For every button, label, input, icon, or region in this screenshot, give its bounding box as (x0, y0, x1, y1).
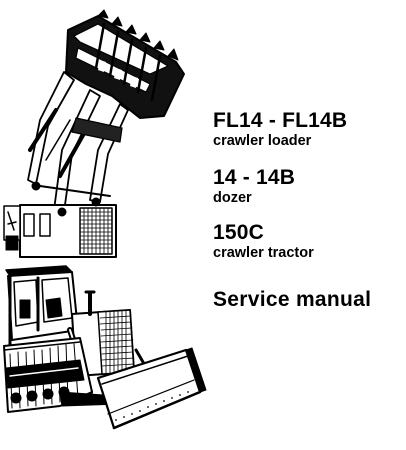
model-title-dozer: 14 - 14B (213, 166, 296, 189)
crawler-dozer-drawing (3, 265, 207, 430)
model-title-loader: FL14 - FL14B (213, 109, 348, 132)
crawler-loader-drawing (3, 9, 185, 258)
model-type-dozer: dozer (213, 190, 252, 206)
model-type-loader: crawler loader (213, 133, 312, 149)
manual-title: Service manual (213, 288, 372, 311)
model-type-tractor: crawler tractor (213, 245, 314, 261)
model-title-tractor: 150C (213, 221, 265, 244)
